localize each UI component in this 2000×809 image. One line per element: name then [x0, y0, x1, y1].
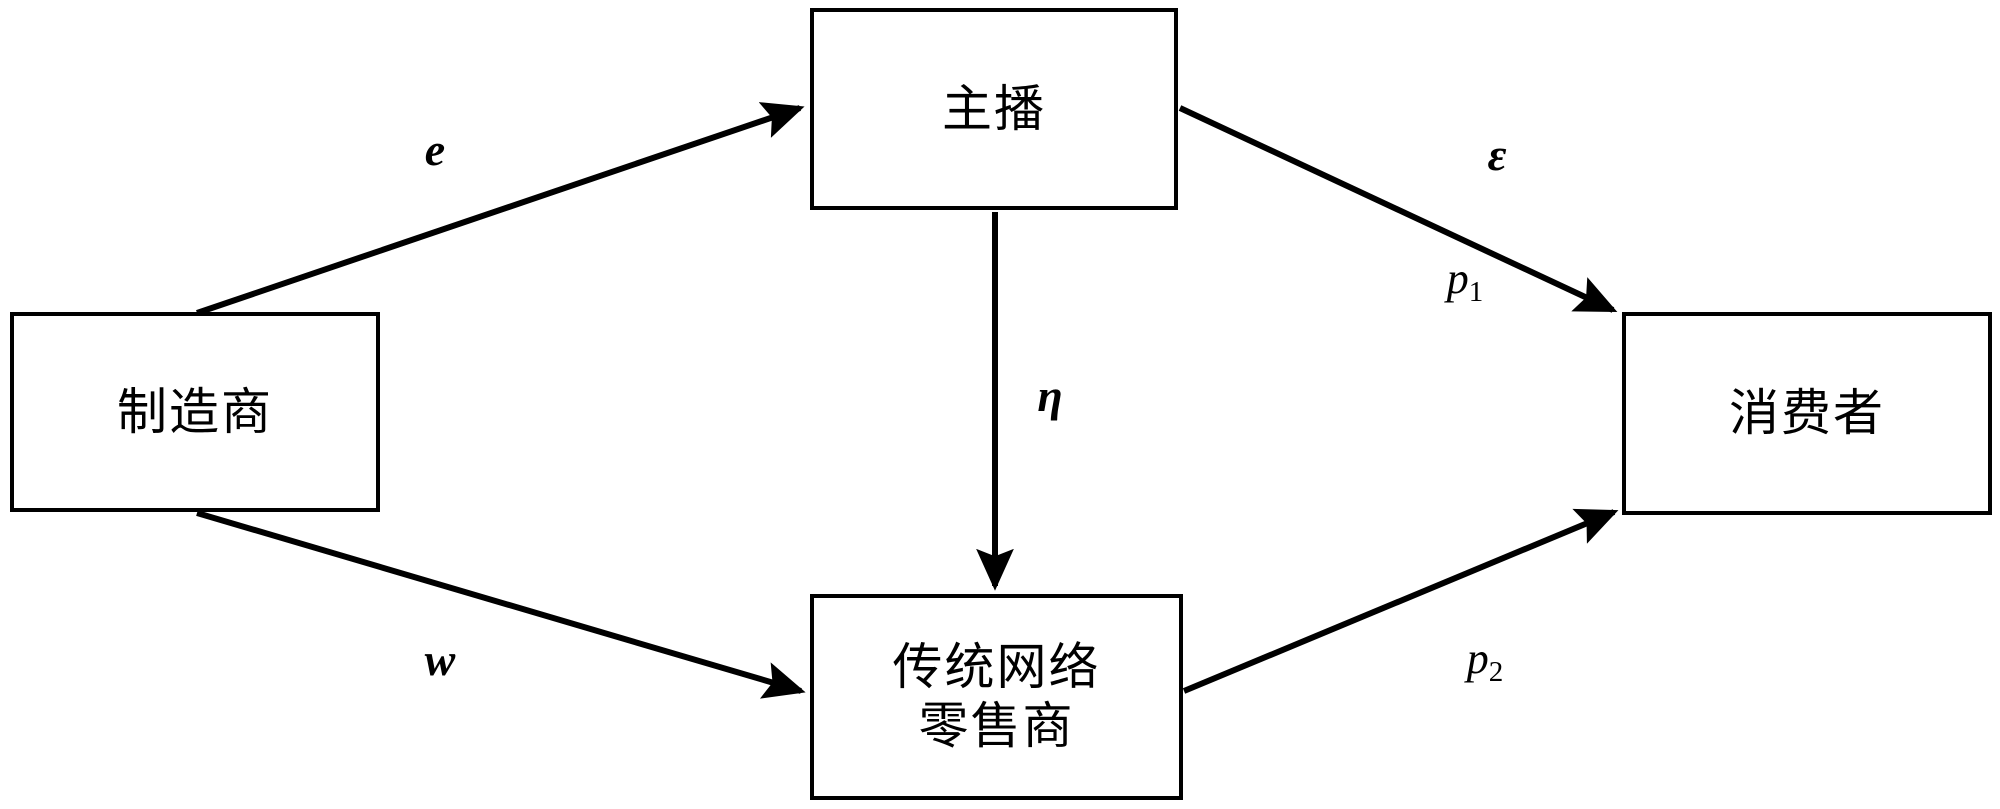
node-anchor-label: 主播: [942, 80, 1046, 137]
node-manufacturer[interactable]: 制造商: [10, 312, 380, 512]
edge-label-p1: p1: [1446, 253, 1484, 309]
edge-label-w: w: [424, 634, 456, 685]
node-retailer-label: 传统网络 零售商: [892, 639, 1101, 754]
edge-label-p1-base: p: [1446, 253, 1469, 303]
edge-epsilon-line: [1178, 105, 1618, 313]
edge-label-epsilon: ε: [1487, 129, 1507, 180]
node-consumer-label: 消费者: [1729, 385, 1885, 441]
node-retailer[interactable]: 传统网络 零售商: [810, 594, 1183, 800]
node-consumer[interactable]: 消费者: [1622, 312, 1992, 515]
edge-label-p2-subscript: 2: [1488, 656, 1504, 689]
edge-label-eta: η: [1037, 370, 1063, 421]
edge-p2-line: [1182, 508, 1619, 694]
edge-label-p2: p2: [1466, 633, 1504, 689]
node-manufacturer-label: 制造商: [117, 383, 273, 440]
edge-label-p2-base: p: [1466, 633, 1489, 683]
edge-w-line: [196, 510, 806, 699]
node-anchor[interactable]: 主播: [810, 8, 1178, 210]
edge-e-line: [196, 102, 805, 316]
edge-label-p1-subscript: 1: [1468, 276, 1484, 309]
edge-label-e: e: [424, 124, 446, 175]
